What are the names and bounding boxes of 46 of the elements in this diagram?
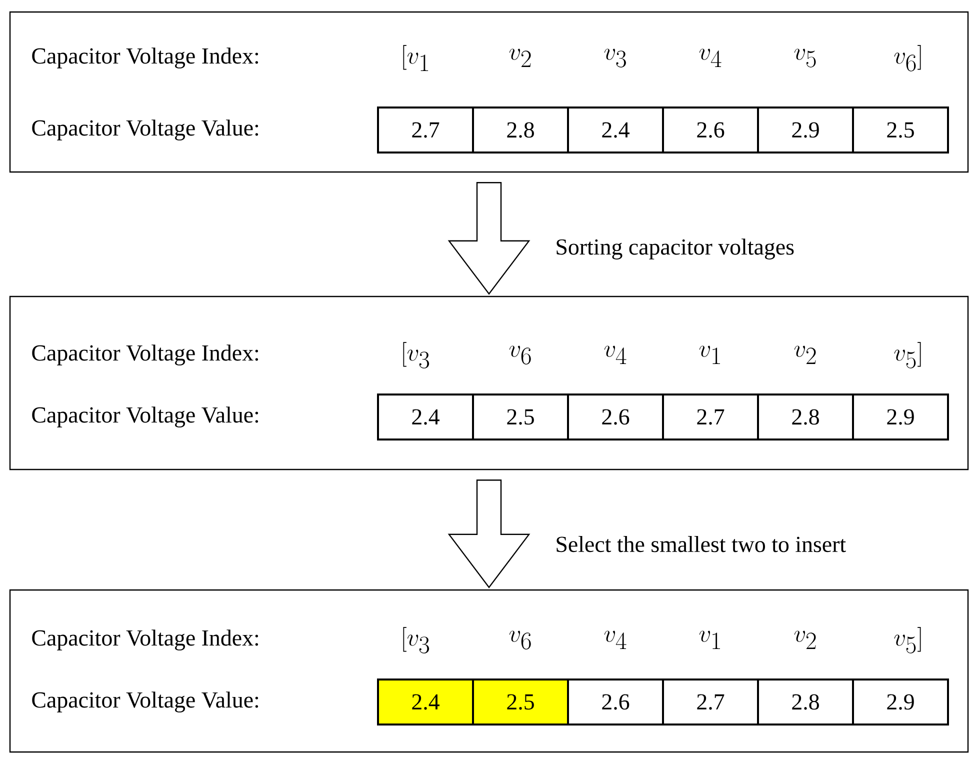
index-symbol: $v_{4}$	[604, 630, 626, 650]
value-cell: 2.9	[757, 106, 854, 154]
index-symbol: $v_{2}$	[794, 630, 816, 650]
index-symbol: $v_{6}$	[509, 630, 531, 650]
index-symbol: $v_{6}$	[509, 346, 531, 364]
value-cell: 2.9	[852, 394, 949, 440]
row-label: Capacitor Voltage Index:	[32, 630, 258, 650]
index-symbol: $v_{1}$	[699, 346, 720, 364]
edge-label: Select the smallest two to insert	[556, 536, 846, 552]
value-cell: 2.8	[757, 678, 854, 726]
index-symbol: $v_{5}]$	[894, 627, 921, 654]
edge-label: Sorting capacitor voltages	[556, 238, 794, 260]
row-label: Capacitor Voltage Value:	[32, 406, 258, 428]
row-label: Capacitor Voltage Value:	[32, 692, 258, 712]
value-cell: 2.5	[472, 394, 569, 440]
index-symbol: $v_{4}$	[699, 48, 722, 68]
index-symbol: $v_{2}$	[509, 48, 531, 68]
hollow-arrow	[448, 182, 530, 295]
value-cell: 2.4	[377, 678, 474, 726]
value-cell: 2.9	[852, 678, 949, 726]
value-cell: 2.6	[662, 106, 759, 154]
index-symbol: $v_{1}$	[699, 630, 720, 650]
value-cell: 2.6	[567, 678, 664, 726]
index-symbol: $v_{3}$	[604, 48, 626, 68]
index-symbol: $[v_{3}$	[403, 342, 430, 368]
row-label: Capacitor Voltage Index:	[32, 344, 258, 366]
hollow-arrow	[448, 480, 530, 588]
index-symbol: $[v_{3}$	[403, 627, 430, 654]
index-symbol: $[v_{1}$	[403, 45, 428, 71]
index-symbol: $v_{5}$	[794, 48, 816, 68]
value-cell: 2.4	[377, 394, 474, 440]
index-symbol: $v_{4}$	[604, 346, 626, 364]
index-symbol: $v_{2}$	[794, 346, 816, 364]
value-cell: 2.5	[852, 106, 949, 154]
value-cell: 2.8	[472, 106, 569, 154]
value-cell: 2.5	[472, 678, 569, 726]
row-label: Capacitor Voltage Value:	[32, 120, 258, 140]
index-symbol: $v_{6}]$	[894, 45, 921, 72]
value-cell: 2.7	[377, 106, 474, 154]
value-cell: 2.4	[567, 106, 664, 154]
index-symbol: $v_{5}]$	[894, 342, 921, 368]
row-label: Capacitor Voltage Index:	[32, 48, 258, 68]
value-cell: 2.6	[567, 394, 664, 440]
value-cell: 2.7	[662, 394, 759, 440]
value-cell: 2.7	[662, 678, 759, 726]
value-cell: 2.8	[757, 394, 854, 440]
